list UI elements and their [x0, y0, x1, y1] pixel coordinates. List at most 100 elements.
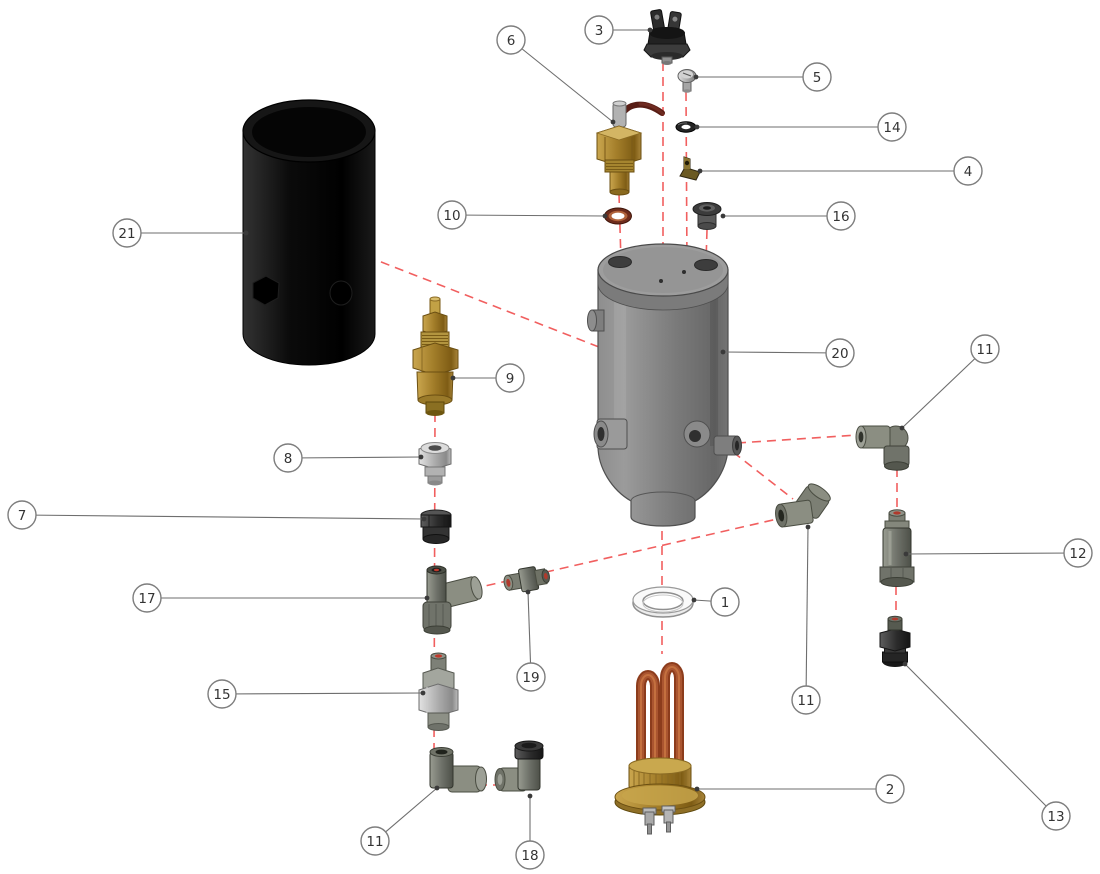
callout-number: 11	[976, 342, 993, 358]
callout-bubble	[802, 62, 832, 92]
callout-bubble	[516, 662, 546, 692]
callout-5: 5	[693, 62, 832, 92]
callout-number: 14	[883, 120, 900, 136]
callout-2: 2	[694, 774, 905, 804]
leader-anchor-dot	[694, 786, 700, 792]
leader-anchor-dot	[450, 375, 456, 381]
callout-bubble	[273, 443, 303, 473]
callout-number: 10	[443, 208, 460, 224]
leader-anchor-dot	[420, 690, 426, 696]
callout-number: 2	[886, 782, 895, 798]
callout-1: 1	[691, 587, 740, 617]
leader-anchor-dot	[525, 589, 531, 595]
callout-17: 17	[132, 583, 430, 613]
callout-number: 20	[831, 346, 848, 362]
callout-number: 18	[521, 848, 538, 864]
leader-line	[901, 348, 986, 429]
callout-bubble	[1041, 801, 1071, 831]
callout-15: 15	[207, 679, 426, 709]
sleeve-hex-hole	[252, 275, 280, 306]
callout-bubble	[584, 15, 614, 45]
part-11-elbow-fitting-bottom	[429, 747, 487, 793]
leader-line	[451, 214, 606, 217]
part-20-boiler-tank	[587, 243, 742, 527]
callout-number: 5	[813, 70, 822, 86]
callout-bubble	[515, 840, 545, 870]
leader-line	[905, 552, 1079, 555]
callout-9: 9	[450, 363, 525, 393]
callout-21: 21	[112, 218, 249, 248]
callout-20: 20	[720, 338, 855, 368]
boiler-port-center	[683, 420, 711, 448]
leader-anchor-dot	[720, 349, 726, 355]
part-13-union-fitting	[879, 615, 911, 667]
callout-12: 12	[903, 538, 1093, 568]
callout-number: 3	[595, 23, 604, 39]
leader-anchor-dot	[421, 516, 427, 522]
part-4-bracket	[679, 156, 701, 181]
part-5-screw	[677, 69, 697, 93]
assembly-axis-line	[352, 250, 605, 350]
callout-bubble	[826, 201, 856, 231]
callout-bubble	[953, 156, 983, 186]
part-10-sensor-washer	[604, 207, 632, 225]
leader-anchor-dot	[243, 230, 249, 236]
part-7-lock-nut	[420, 509, 452, 544]
assembly-axis-line	[618, 193, 622, 263]
leader-anchor-dot	[899, 425, 905, 431]
callout-16: 16	[720, 201, 856, 231]
callout-number: 11	[797, 693, 814, 709]
part-1-gasket	[632, 586, 694, 618]
leader-anchor-dot	[602, 213, 608, 219]
part-11-elbow-fitting-mid	[775, 483, 831, 528]
callout-6: 6	[496, 25, 616, 125]
part-9-safety-valve	[412, 296, 459, 416]
part-18-elbow-fitting	[494, 740, 544, 792]
callout-10: 10	[437, 200, 608, 230]
callout-bubble	[877, 112, 907, 142]
element-terminals	[642, 805, 676, 835]
assembly-axis-line	[705, 229, 708, 263]
callout-number: 19	[522, 670, 539, 686]
callout-number: 16	[832, 209, 849, 225]
callout-11: 11	[360, 785, 440, 856]
leader-line	[21, 514, 425, 520]
boiler-port-right	[713, 435, 742, 456]
leader-line	[510, 39, 614, 123]
leader-anchor-dot	[693, 74, 699, 80]
callout-11: 11	[899, 334, 1000, 431]
leader-line	[805, 526, 809, 701]
callout-bubble	[112, 218, 142, 248]
leader-line	[287, 456, 422, 459]
callout-14: 14	[694, 112, 907, 142]
leader-anchor-dot	[434, 785, 440, 791]
assembly-axis-line	[685, 91, 688, 269]
part-15-check-valve	[418, 652, 459, 731]
callout-number: 4	[964, 164, 973, 180]
callout-bubble	[495, 363, 525, 393]
part-2-heating-element	[614, 662, 706, 835]
leader-anchor-dot	[805, 524, 811, 530]
callout-bubble	[791, 685, 821, 715]
leader-anchor-dot	[720, 213, 726, 219]
leader-anchor-dot	[424, 595, 430, 601]
callout-number: 17	[138, 591, 155, 607]
callout-number: 9	[506, 371, 515, 387]
callout-19: 19	[516, 589, 546, 692]
callout-13: 13	[902, 661, 1071, 831]
part-19-nipple-fitting	[503, 566, 551, 593]
part-11-elbow-fitting-right	[855, 425, 910, 471]
boiler-port-lower-left	[593, 418, 628, 450]
callout-bubble	[437, 200, 467, 230]
leader-anchor-dot	[903, 551, 909, 557]
callout-number: 13	[1047, 809, 1064, 825]
callout-number: 15	[213, 687, 230, 703]
callout-bubble	[496, 25, 526, 55]
part-14-washer	[675, 121, 697, 133]
part-16-plug-fitting	[692, 202, 722, 230]
callout-number: 7	[18, 508, 27, 524]
boiler-top-hole-left	[608, 256, 632, 268]
assembly-axis-line	[736, 434, 859, 444]
